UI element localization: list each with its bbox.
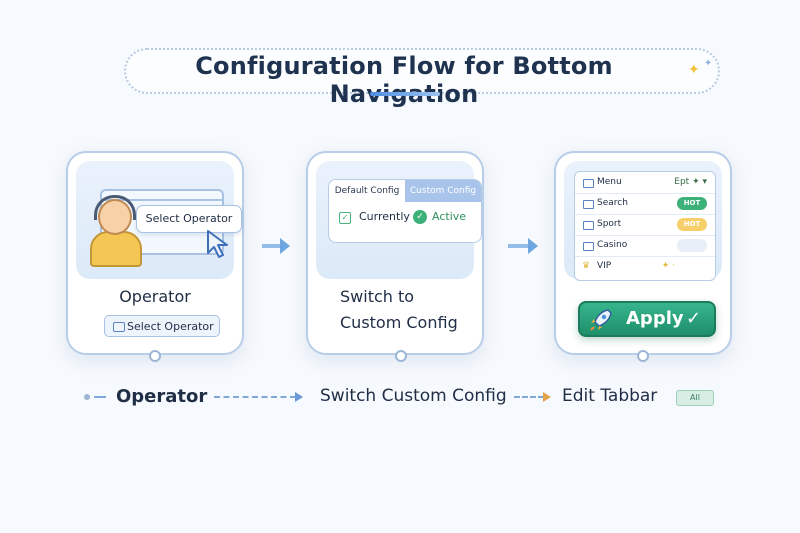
card-switch-config-label-line1: Switch to (340, 287, 415, 306)
flow-step-operator: Operator (116, 386, 208, 407)
select-operator-button[interactable]: Select Operator (104, 315, 220, 337)
card-switch-config-connector-dot (395, 350, 407, 362)
window-icon (113, 322, 125, 332)
page-title: Configuration Flow for Bottom Navigation (195, 52, 613, 108)
status-prefix: Currently (359, 210, 410, 223)
arrow-2-line (508, 244, 528, 248)
apply-button[interactable]: Apply ✓ (578, 301, 716, 337)
arrow-right-icon (280, 238, 290, 254)
flow-step-edit-tabbar: Edit Tabbar (562, 386, 658, 406)
menu-row[interactable]: Menu Ept ✦ ▾ (575, 172, 715, 194)
folder-icon (583, 242, 594, 251)
hot-badge: HOT (677, 218, 707, 231)
check-circle-icon: ✓ (413, 210, 427, 224)
folder-icon (583, 221, 594, 230)
config-panel: Default Config Custom Config ✓ Currently… (328, 179, 482, 243)
flow-dash (94, 396, 106, 398)
menu-row[interactable]: Sport HOT (575, 214, 715, 236)
card-edit-tabbar-illustration: Menu Ept ✦ ▾ Search HOT Sport HOT Casino… (564, 161, 722, 281)
card-operator-illustration: Select Operator (76, 161, 242, 279)
tab-default-config[interactable]: Default Config (329, 180, 405, 202)
flow-arrow-icon (295, 392, 303, 402)
folder-icon (583, 200, 594, 209)
flow-arrow-icon (543, 392, 551, 402)
select-operator-illustration-button[interactable]: Select Operator (136, 205, 242, 233)
flow-dash (514, 396, 544, 398)
card-switch-config-illustration: Default Config Custom Config ✓ Currently… (316, 161, 482, 279)
folder-icon (583, 179, 594, 188)
checkmark-icon: ✓ (686, 308, 702, 329)
empty-badge (677, 239, 707, 252)
flow-step-switch-custom-config: Switch Custom Config (320, 386, 507, 406)
select-operator-button-label: Select Operator (127, 320, 214, 333)
apply-button-label: Apply (626, 308, 684, 329)
card-operator-connector-dot (149, 350, 161, 362)
card-switch-config-label-line2: Custom Config (340, 313, 458, 332)
card-switch-config: Default Config Custom Config ✓ Currently… (306, 151, 484, 355)
cursor-icon (207, 230, 228, 258)
menu-row[interactable]: ♛ VIP ✦ · (575, 256, 715, 277)
tabbar-menu-panel: Menu Ept ✦ ▾ Search HOT Sport HOT Casino… (574, 171, 716, 281)
hot-badge: HOT (677, 197, 707, 210)
headset-icon (94, 195, 136, 220)
flow-dash (214, 396, 296, 398)
flow-start-dot (84, 394, 90, 400)
arrow-right-icon (528, 238, 538, 254)
all-badge: All (676, 390, 714, 406)
sparkle-small-icon: ✦ (704, 58, 713, 69)
sparkle-icon: ✦ (688, 62, 700, 78)
card-edit-tabbar-connector-dot (637, 350, 649, 362)
rocket-icon (590, 309, 612, 331)
status-badge: Active (432, 210, 467, 223)
card-operator-label: Operator (119, 287, 191, 306)
checkbox-icon[interactable]: ✓ (339, 212, 351, 224)
menu-row[interactable]: Search HOT (575, 193, 715, 215)
operator-avatar-body (90, 231, 142, 267)
arrow-1-line (262, 244, 280, 248)
card-edit-tabbar: Menu Ept ✦ ▾ Search HOT Sport HOT Casino… (554, 151, 732, 355)
card-operator: Select Operator Operator Select Operator (66, 151, 244, 355)
menu-row[interactable]: Casino (575, 235, 715, 257)
tab-custom-config[interactable]: Custom Config (405, 180, 481, 202)
crown-icon: ♛ (582, 261, 591, 271)
title-accent-bar (370, 92, 440, 96)
